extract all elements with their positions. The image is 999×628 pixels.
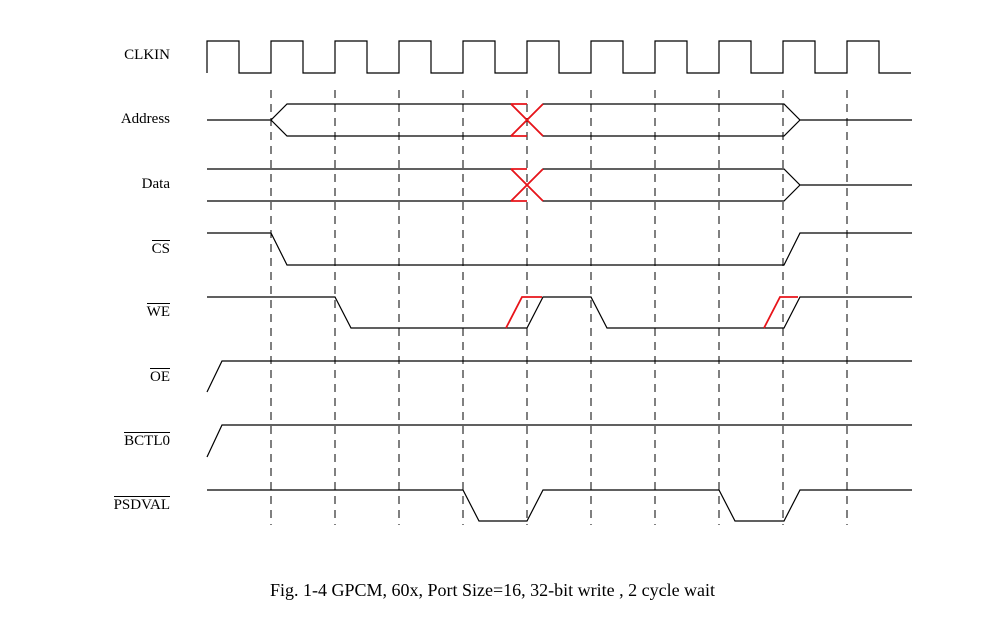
signal-label-address: Address (120, 111, 170, 127)
signal-label-cs: CS (151, 240, 170, 257)
clkin-waveform (206, 40, 911, 74)
data-highlight-mark (510, 168, 544, 202)
highlight-marks (505, 103, 798, 329)
data-waveform (207, 168, 912, 202)
address-highlight-mark (510, 103, 544, 137)
oe-waveform (206, 360, 912, 393)
we-waveform (207, 296, 912, 329)
cycle-markers (270, 90, 848, 525)
signal-label-data: Data (141, 176, 170, 192)
address-waveform (207, 103, 912, 137)
cs-waveform (207, 232, 912, 266)
we-highlight-mark-2 (763, 296, 798, 329)
signal-label-oe: OE (150, 368, 170, 385)
signal-label-bctl0: BCTL0 (124, 432, 170, 449)
we-highlight-mark-1 (505, 296, 542, 329)
bctl0-waveform (206, 424, 912, 458)
signal-label-clkin: CLKIN (124, 47, 170, 63)
psdval-waveform (207, 489, 912, 522)
figure-caption: Fig. 1-4 GPCM, 60x, Port Size=16, 32-bit… (269, 580, 716, 600)
signal-label-psdval: PSDVAL (113, 496, 170, 513)
signal-label-we: WE (146, 303, 170, 320)
